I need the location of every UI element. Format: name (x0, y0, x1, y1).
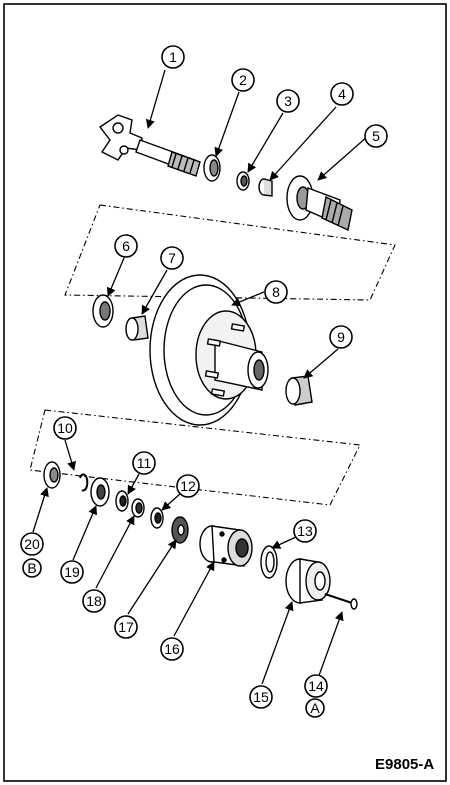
axle-bearing (236, 171, 250, 191)
svg-text:9: 9 (337, 329, 345, 345)
svg-text:7: 7 (168, 250, 176, 266)
svg-text:15: 15 (253, 689, 269, 705)
svg-text:19: 19 (64, 564, 80, 580)
callout-3: 3 (276, 89, 300, 113)
upper-assembly-outline (64, 204, 396, 301)
callout-10: 10 (53, 416, 77, 440)
callout-7: 7 (160, 246, 184, 270)
callout-4: 4 (330, 82, 354, 106)
lock-seal (43, 461, 61, 489)
callout-14: 14 (304, 674, 328, 698)
callout-1: 1 (161, 45, 185, 69)
svg-text:14: 14 (308, 678, 324, 694)
thrust-washer (150, 507, 164, 529)
callout-11: 11 (132, 451, 156, 475)
svg-text:13: 13 (297, 523, 313, 539)
svg-text:10: 10 (57, 420, 73, 436)
svg-text:20: 20 (24, 536, 40, 552)
callout-9: 9 (329, 325, 353, 349)
svg-text:11: 11 (137, 455, 152, 471)
svg-text:3: 3 (284, 93, 292, 109)
adjusting-nut (131, 498, 145, 518)
axle-shaft-yoke (98, 114, 201, 177)
svg-text:12: 12 (180, 478, 196, 494)
lock-washer (115, 490, 129, 512)
svg-text:18: 18 (86, 593, 102, 609)
hub-grease-seal (92, 294, 114, 328)
hub-and-rotor (149, 274, 269, 426)
hub-lock-assembly (199, 525, 253, 567)
svg-text:6: 6 (122, 238, 130, 254)
callout-19: 19 (60, 560, 84, 584)
callout-20: 20 (20, 532, 44, 556)
callout-18: 18 (82, 589, 106, 613)
figure-code: E9805-A (375, 756, 434, 773)
drive-gear (171, 516, 189, 544)
axle-seal (203, 154, 221, 182)
callout-2: 2 (231, 68, 255, 92)
callout-16: 16 (160, 637, 184, 661)
svg-text:8: 8 (272, 284, 280, 300)
svg-text:1: 1 (169, 49, 177, 65)
reference-b: B (22, 558, 42, 578)
spindle (286, 175, 353, 232)
snap-ring (79, 473, 89, 492)
outer-wheel-bearing (285, 375, 313, 406)
callout-15: 15 (249, 685, 273, 709)
svg-text:4: 4 (338, 86, 346, 102)
svg-text:5: 5 (372, 128, 380, 144)
reference-a: A (305, 698, 325, 718)
figure-border (3, 3, 447, 782)
inner-wheel-bearing (125, 315, 149, 341)
leader-lines (32, 69, 369, 685)
callout-8: 8 (264, 280, 288, 304)
lower-assembly-outline (29, 409, 361, 506)
hub-lock-cap (285, 558, 331, 604)
svg-text:B: B (27, 560, 36, 576)
callout-13: 13 (293, 519, 317, 543)
svg-text:A: A (310, 700, 320, 716)
cap-bolt (324, 592, 358, 610)
svg-text:2: 2 (239, 72, 247, 88)
spindle-bushing (258, 178, 273, 197)
callout-5: 5 (364, 124, 388, 148)
callout-17: 17 (114, 615, 138, 639)
lock-bearing (90, 477, 110, 507)
callout-6: 6 (114, 234, 138, 258)
callout-12: 12 (176, 474, 200, 498)
svg-text:16: 16 (164, 641, 180, 657)
svg-text:17: 17 (118, 619, 134, 635)
o-ring (260, 545, 278, 579)
